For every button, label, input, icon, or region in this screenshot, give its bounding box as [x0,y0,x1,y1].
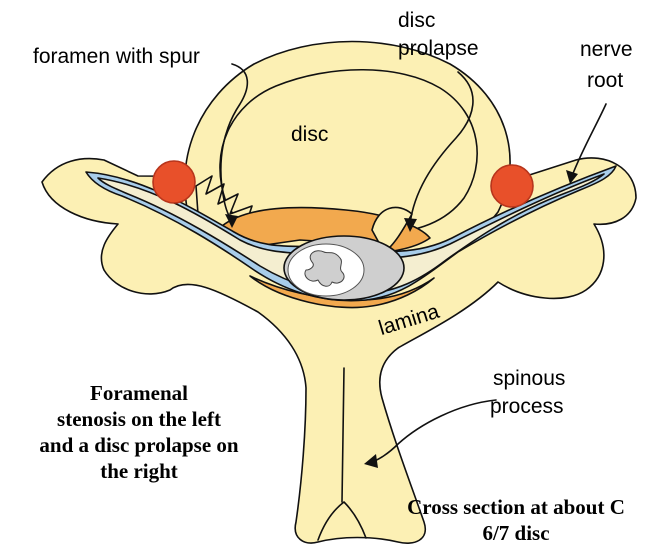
caption-bottom-line1: Cross section at about C [370,494,662,520]
label-nerve-root-line2: root [587,69,623,93]
label-disc: disc [291,123,328,147]
label-foramen-with-spur: foramen with spur [33,45,200,69]
label-nerve-root-line1: nerve [580,38,633,62]
butterfly-grey-matter-icon [305,251,344,287]
label-disc-prolapse-line1: disc [398,9,435,33]
caption-bottom-line2: 6/7 disc [370,520,662,546]
caption-left: Foramenal stenosis on the left and a dis… [4,380,274,484]
label-spinous-process-line2: process [490,395,564,419]
caption-left-line3: and a disc prolapse on [4,432,274,458]
caption-left-line1: Foramenal [4,380,274,406]
left-vertebral-artery-red-circle-icon [153,161,195,203]
caption-left-line2: stenosis on the left [4,406,274,432]
label-disc-prolapse-line2: prolapse [398,37,479,61]
right-vertebral-artery-red-circle-icon [491,165,533,207]
caption-bottom: Cross section at about C 6/7 disc [370,494,662,546]
label-spinous-process-line1: spinous [493,367,565,391]
caption-left-line4: the right [4,458,274,484]
